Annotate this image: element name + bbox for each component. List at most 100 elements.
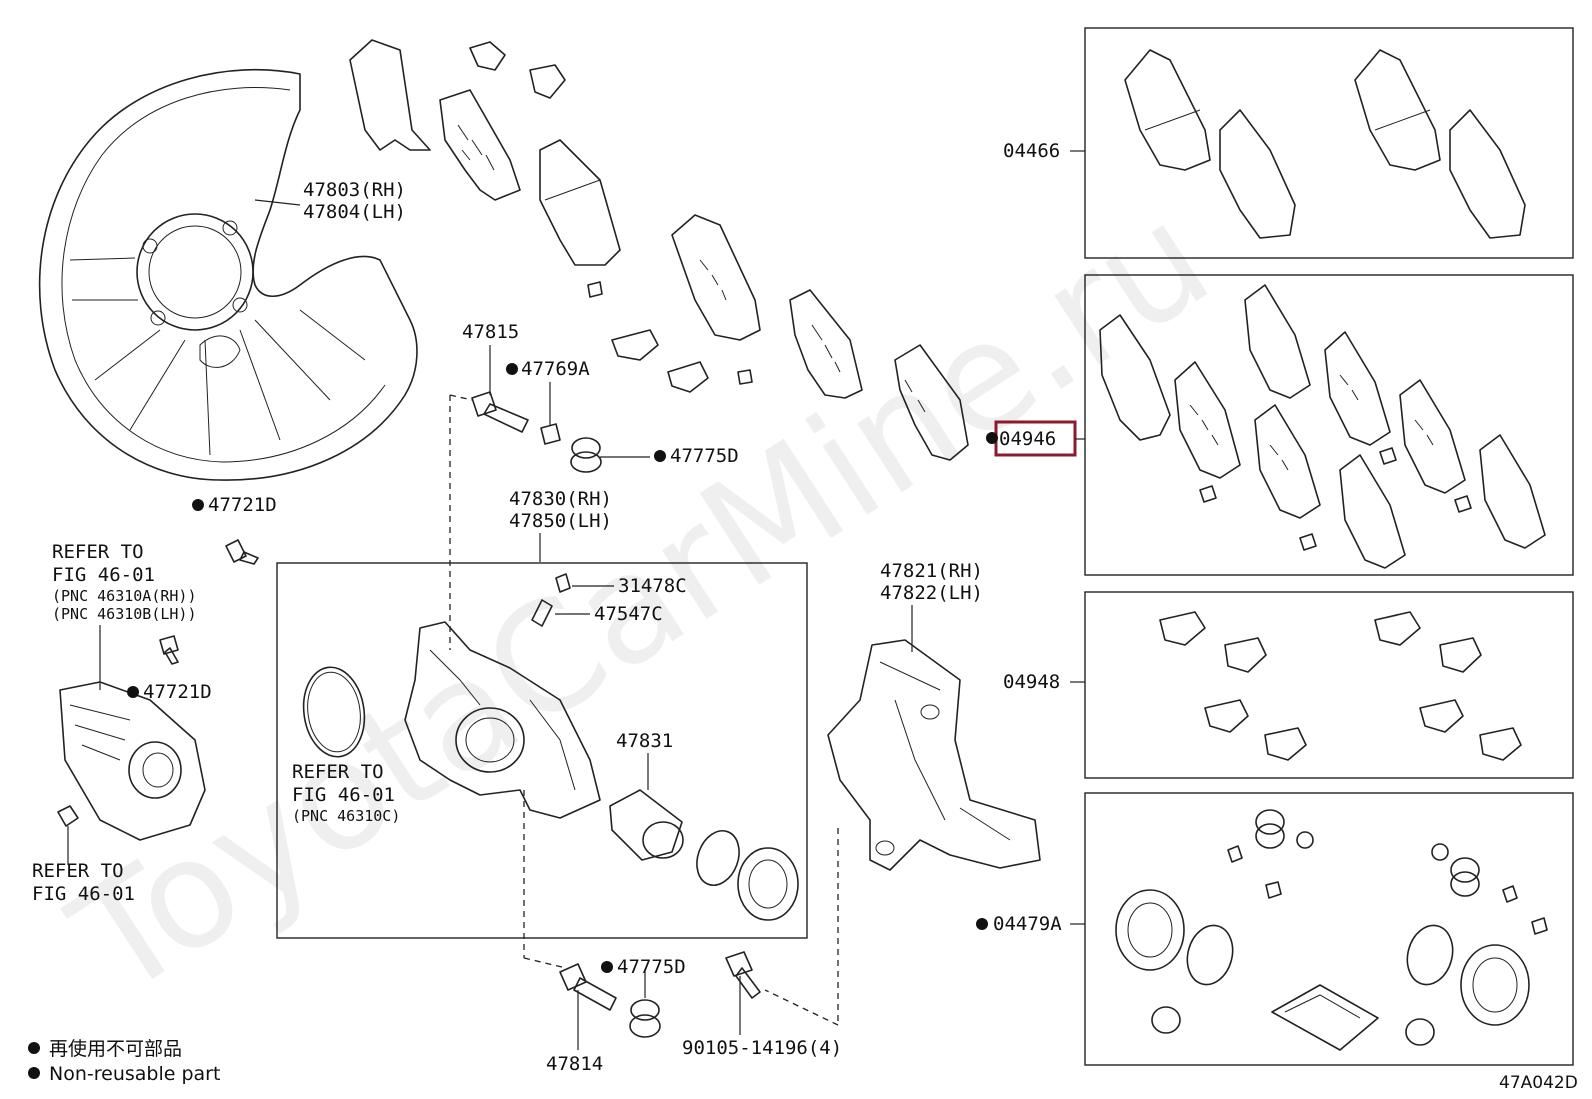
kit-04946-pad-1[interactable] xyxy=(1099,314,1171,441)
kit-04946-shims[interactable] xyxy=(1199,447,1472,551)
kit-04948-clip-2[interactable] xyxy=(1224,637,1267,673)
kit-04479A-seal-left[interactable] xyxy=(1181,920,1239,989)
label-04948: 04948 xyxy=(1003,671,1060,693)
kit-04946-pad-6[interactable] xyxy=(1339,454,1406,569)
kit-04948-clip-3[interactable] xyxy=(1204,699,1249,733)
refer-c-line1: REFER TO xyxy=(32,860,124,882)
kit-04948-clip-5[interactable] xyxy=(1374,611,1421,646)
label-47831: 47831 xyxy=(616,730,673,752)
kit-04948-clip-8[interactable] xyxy=(1479,727,1522,761)
nonreusable-dot-04479A xyxy=(976,918,988,930)
legend-line-en: Non-reusable part xyxy=(49,1063,220,1085)
kit-04946-pad-5[interactable] xyxy=(1324,331,1391,446)
label-47815: 47815 xyxy=(462,321,519,343)
refer-a-line1: REFER TO xyxy=(52,541,144,563)
label-47547C: 47547C xyxy=(594,603,663,625)
kit-04948-clip-1[interactable] xyxy=(1159,611,1206,646)
kit-04479A-boot-right[interactable] xyxy=(1460,944,1530,1026)
bleeder-31478C[interactable] xyxy=(555,573,571,593)
label-04479A: 04479A xyxy=(993,913,1062,935)
label-90105: 90105-14196(4) xyxy=(682,1037,842,1059)
label-47775D-bottom: 47775D xyxy=(617,956,686,978)
dust-shield-part[interactable] xyxy=(38,68,418,481)
label-04466: 04466 xyxy=(1003,140,1060,162)
figure-code: 47A042D xyxy=(1499,1073,1578,1093)
guide-pin-47815[interactable] xyxy=(471,391,529,433)
nonreusable-dot-47721D-mid xyxy=(127,686,139,698)
parking-brake-motor[interactable] xyxy=(59,681,206,841)
kit-04946-pad-2[interactable] xyxy=(1174,361,1241,479)
kit-box-04948 xyxy=(1084,591,1574,779)
connector-plug[interactable] xyxy=(57,805,79,827)
kit-04948-clip-4[interactable] xyxy=(1264,727,1307,761)
refer-a-line4: (PNC 46310B(LH)) xyxy=(52,605,197,623)
boot-47775D-top[interactable] xyxy=(570,437,602,473)
kit-04948-clip-6[interactable] xyxy=(1439,637,1482,673)
legend-line-jp: 再使用不可部品 xyxy=(49,1038,182,1060)
o-ring-caliper[interactable] xyxy=(298,663,370,760)
pad-clip-a[interactable] xyxy=(469,41,506,71)
pad-clip-b[interactable] xyxy=(529,64,566,99)
brake-pad-1[interactable] xyxy=(349,39,431,151)
refer-c-line2: FIG 46-01 xyxy=(32,883,135,905)
nonreusable-dot-47769A xyxy=(506,363,518,375)
kit-04479A-seal-right[interactable] xyxy=(1401,920,1459,989)
kit-04946-pad-4[interactable] xyxy=(1254,404,1321,519)
label-47721D-top: 47721D xyxy=(208,494,277,516)
label-47814: 47814 xyxy=(546,1053,603,1075)
kit-04466-pad-3[interactable] xyxy=(1354,49,1441,171)
brake-pad-5[interactable] xyxy=(789,289,863,399)
label-47721D-mid: 47721D xyxy=(143,681,212,703)
piston-boot[interactable] xyxy=(737,847,799,921)
guide-pin-47814[interactable] xyxy=(559,963,617,1011)
nonreusable-dot-47721D-top xyxy=(192,499,204,511)
pad-shim-small[interactable] xyxy=(587,281,753,385)
label-47775D-top: 47775D xyxy=(670,445,739,467)
nonreusable-dot-47775D-top xyxy=(654,450,666,462)
nonreusable-dot-04946 xyxy=(986,432,998,444)
piston-47831[interactable] xyxy=(609,789,684,861)
bleeder-47547C[interactable] xyxy=(531,599,553,627)
kit-04479A-bleeder-caps[interactable] xyxy=(1227,845,1548,935)
bleeder-screw-47721D-top[interactable] xyxy=(225,539,259,565)
kit-04946-pad-8[interactable] xyxy=(1479,434,1546,549)
kit-box-04466 xyxy=(1084,27,1574,259)
brake-pad-3[interactable] xyxy=(539,139,621,266)
piston-seal[interactable] xyxy=(690,825,747,891)
kit-box-04479A xyxy=(1084,792,1574,1066)
kit-04946-pad-3[interactable] xyxy=(1244,284,1311,399)
refer-a-line2: FIG 46-01 xyxy=(52,564,155,586)
bolt-90105[interactable] xyxy=(725,951,761,999)
pad-clip-d[interactable] xyxy=(667,361,709,393)
kit-04466-pad-4[interactable] xyxy=(1449,109,1526,239)
refer-b-line3: (PNC 46310C) xyxy=(292,807,400,825)
bleeder-screw-47721D-mid[interactable] xyxy=(159,635,179,665)
caliper-body[interactable] xyxy=(404,621,601,819)
legend-dot-en xyxy=(28,1067,40,1079)
kit-04948-clip-7[interactable] xyxy=(1419,699,1464,733)
kit-04466-pad-1[interactable] xyxy=(1124,49,1211,171)
kit-04479A-grease-packet[interactable] xyxy=(1271,984,1379,1051)
kit-04466-pad-2[interactable] xyxy=(1219,109,1296,239)
bushing-47769A[interactable] xyxy=(540,423,561,445)
label-47769A: 47769A xyxy=(521,358,590,380)
brake-pad-4[interactable] xyxy=(671,214,761,341)
boot-47775D-bottom[interactable] xyxy=(629,999,661,1038)
caliper-assembly-box xyxy=(276,562,808,939)
kit-box-04946 xyxy=(1084,274,1574,576)
label-47803: 47803(RH) xyxy=(303,179,406,201)
kit-04946-pad-7[interactable] xyxy=(1399,379,1466,494)
kit-04479A-boot-left[interactable] xyxy=(1115,889,1185,971)
legend-dot-jp xyxy=(28,1042,40,1054)
refer-a-line3: (PNC 46310A(RH)) xyxy=(52,587,197,605)
kit-04479A-small-boots[interactable] xyxy=(1151,809,1480,1046)
watermark: ToyotaCarMine.ru xyxy=(44,171,1239,1031)
brake-pad-2[interactable] xyxy=(439,89,521,201)
label-31478C: 31478C xyxy=(618,575,687,597)
caliper-mounting-bracket[interactable] xyxy=(827,639,1041,871)
label-47821: 47821(RH) xyxy=(880,560,983,582)
brake-pad-6[interactable] xyxy=(894,344,969,461)
pad-clip-c[interactable] xyxy=(611,329,659,361)
label-47850: 47850(LH) xyxy=(509,510,612,532)
